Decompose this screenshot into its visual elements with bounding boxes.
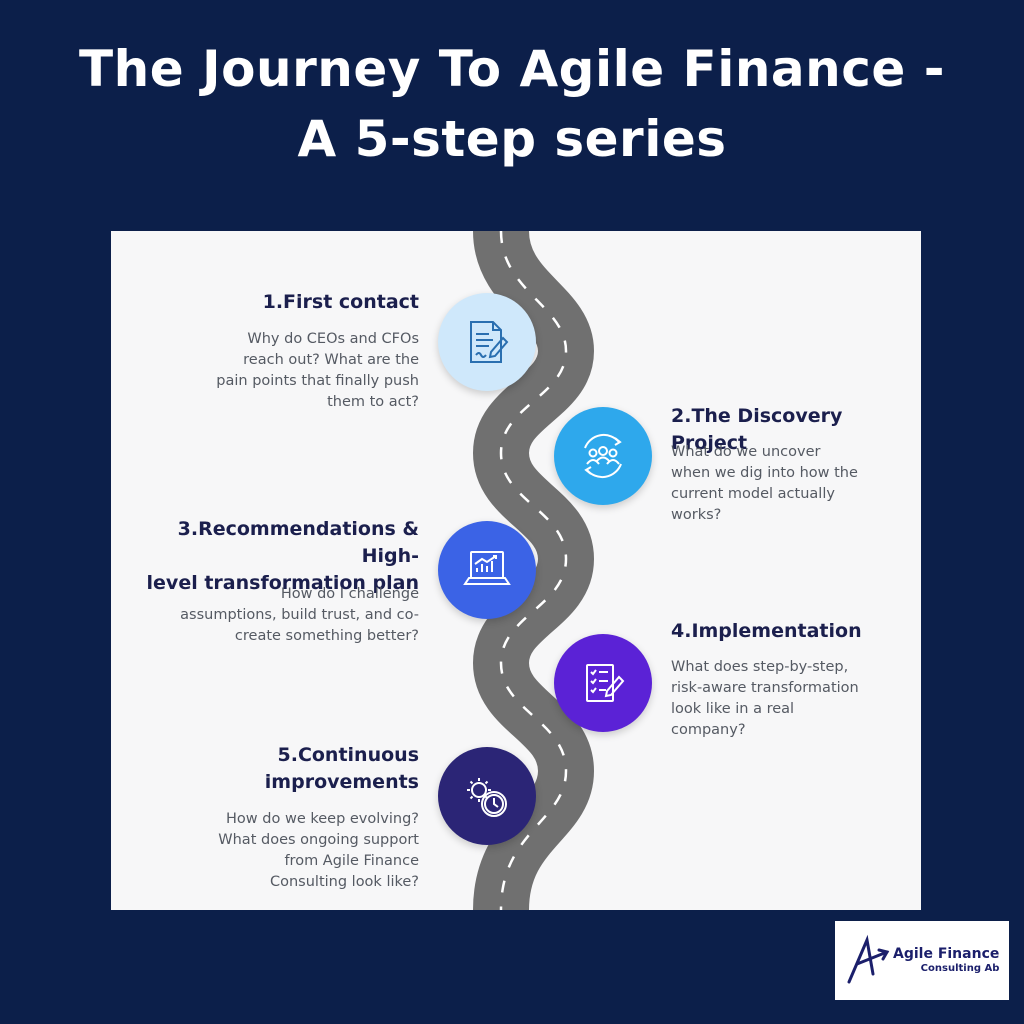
logo-line-1: Agile Finance — [893, 945, 1000, 962]
step-4-circle — [554, 634, 652, 732]
gear-clock-icon — [467, 778, 507, 817]
step-1-title: 1.First contact — [262, 291, 419, 313]
document-pen-icon — [470, 321, 509, 363]
step-2-title: 2.The Discovery Project — [671, 405, 843, 454]
company-logo: Agile Finance Consulting Ab — [835, 921, 1009, 1000]
step-2-text: What do we uncover when we dig into how … — [671, 444, 858, 523]
step-2-circle — [554, 407, 652, 505]
step-3-title: 3.Recommendations & High- level transfor… — [146, 518, 419, 594]
checklist-pen-icon — [586, 664, 625, 702]
winding-road — [472, 231, 595, 910]
page-title-line-1: The Journey To Agile Finance - — [79, 40, 945, 98]
step-4-text: What does step-by-step, risk-aware trans… — [671, 659, 859, 738]
logo-line-2: Consulting Ab — [920, 962, 1000, 974]
laptop-chart-icon — [463, 551, 511, 585]
step-5-circle — [438, 747, 536, 845]
journey-panel: 1.First contact Why do CEOs and CFOs rea… — [111, 231, 921, 910]
step-4-title: 4.Implementation — [671, 620, 862, 642]
page-title-line-2: A 5-step series — [297, 110, 727, 168]
step-1-circle — [438, 293, 536, 391]
step-5-title: 5.Continuous improvements — [264, 744, 419, 793]
step-3-circle — [438, 521, 536, 619]
page-title: The Journey To Agile Finance - A 5-step … — [0, 34, 1024, 174]
step-1-text: Why do CEOs and CFOs reach out? What are… — [216, 331, 419, 410]
logo-text: Agile Finance Consulting Ab — [893, 946, 999, 976]
agile-finance-logo-mark — [847, 934, 890, 983]
step-5-text: How do we keep evolving? What does ongoi… — [218, 811, 419, 890]
team-cycle-icon — [584, 433, 622, 479]
step-3-text: How do I challenge assumptions, build tr… — [180, 586, 419, 644]
